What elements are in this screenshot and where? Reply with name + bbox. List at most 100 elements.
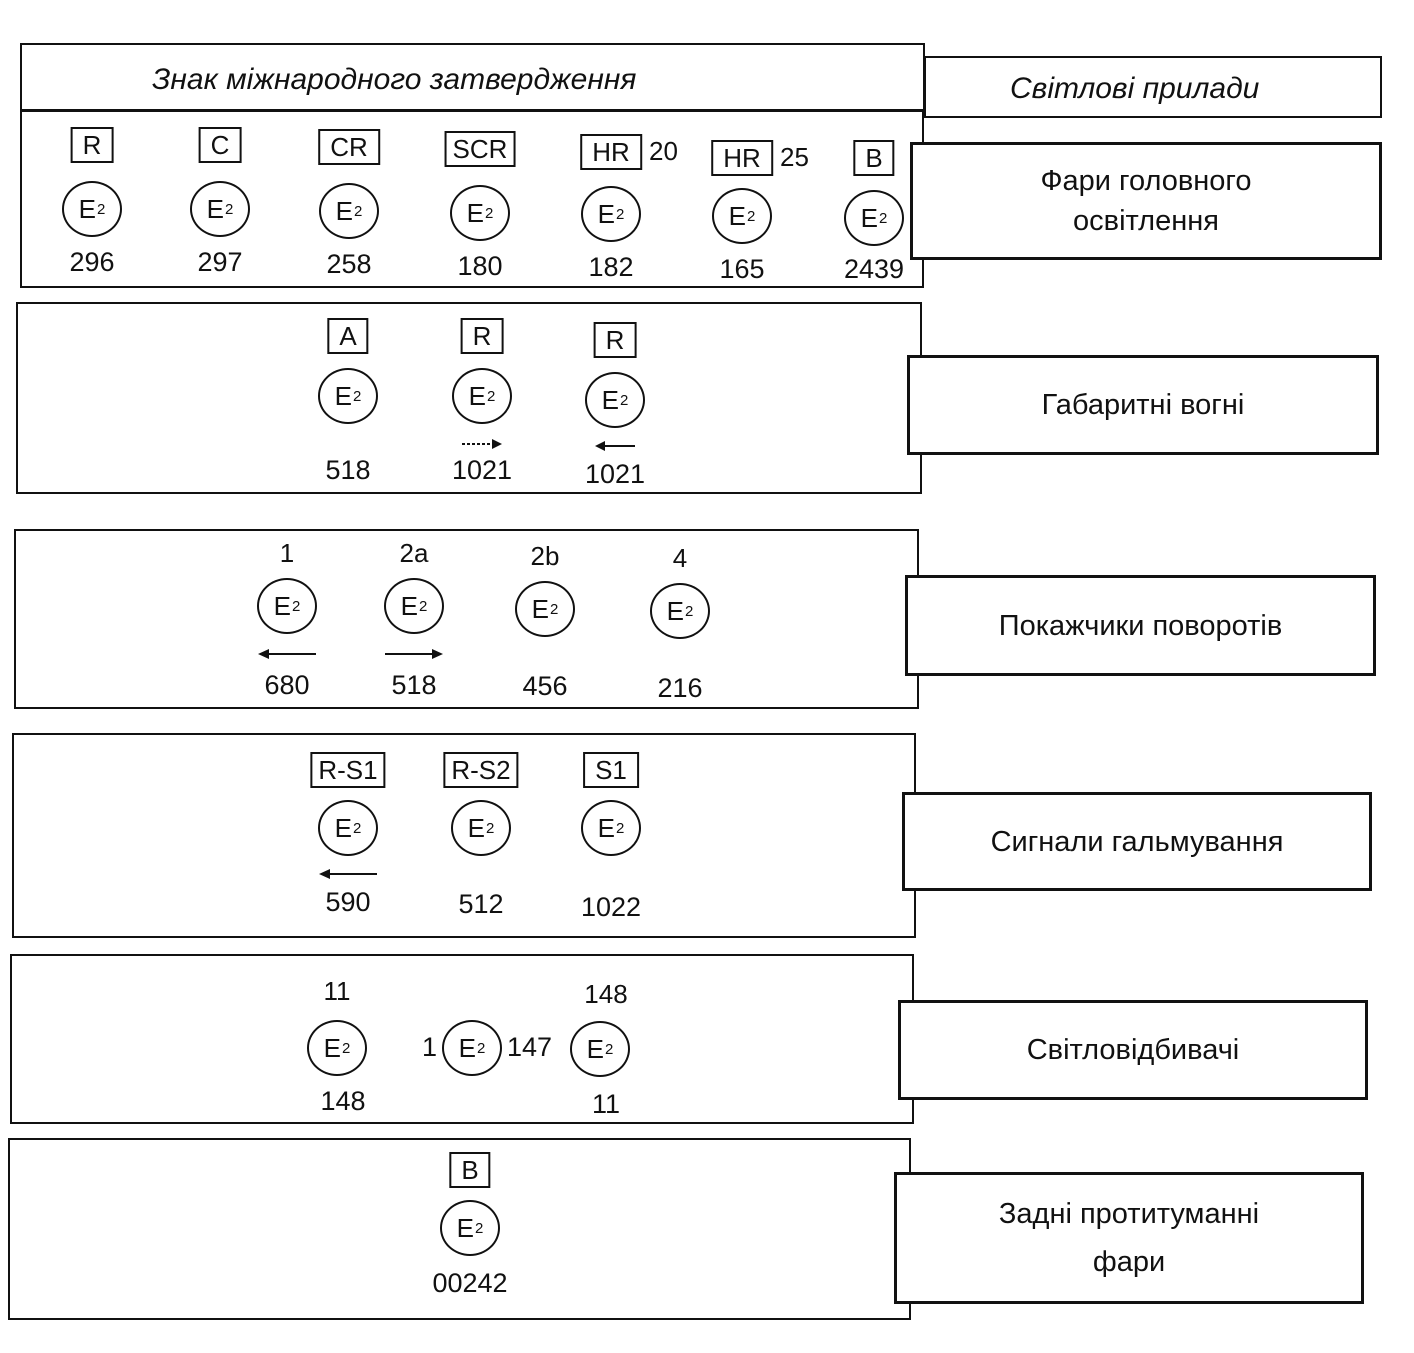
mark-code: B [853, 140, 895, 176]
approval-number: 258 [326, 249, 372, 279]
approval-number: 165 [719, 254, 765, 284]
mark-code: C [198, 127, 242, 163]
mark-code: R-S2 [443, 752, 519, 788]
approval-number: 518 [391, 670, 437, 700]
mark-code: S1 [583, 752, 639, 788]
approval-number: 456 [522, 671, 568, 701]
number-right: 147 [507, 1032, 553, 1062]
approval-number: 00242 [432, 1268, 508, 1298]
approval-number: 296 [69, 247, 115, 277]
mark-code: A [327, 318, 369, 354]
mark-code: HR [711, 140, 773, 176]
number-top: 11 [323, 976, 351, 1006]
row-stop-lamps-label: Сигнали гальмування [902, 792, 1372, 891]
number-bottom: 11 [591, 1089, 621, 1119]
mark-code: R [70, 127, 114, 163]
header-right-cell: Світлові прилади [924, 56, 1382, 118]
category-label: 2b [530, 541, 560, 571]
mark-code: R-S1 [310, 752, 386, 788]
category-label: 2a [399, 538, 429, 568]
arrow-right-icon [385, 649, 443, 659]
approval-number: 2439 [843, 254, 905, 284]
approval-number: 182 [588, 252, 634, 282]
category-label: 1 [279, 538, 295, 568]
arrow-right-icon [462, 439, 502, 449]
approval-number: 297 [197, 247, 243, 277]
mark-code: B [449, 1152, 491, 1188]
number-top: 148 [584, 979, 628, 1009]
header-left-cell: Знак міжнародного затвердження [20, 43, 925, 111]
row-reflectors-label: Світловідбивачі [898, 1000, 1368, 1100]
approval-number: 512 [458, 889, 504, 919]
arrow-left-icon [595, 441, 635, 451]
number-left: 1 [422, 1032, 438, 1062]
approval-number: 518 [325, 455, 371, 485]
row-direction-indicators-marks [14, 529, 919, 709]
arrow-left-icon [258, 649, 316, 659]
mark-code: R [593, 322, 637, 358]
approval-number: 590 [325, 887, 371, 917]
row-direction-indicators-label: Покажчики поворотів [905, 575, 1376, 676]
arrow-left-icon [319, 869, 377, 879]
approval-number: 1022 [580, 892, 642, 922]
mark-code: CR [318, 129, 380, 165]
row-headlamps-label: Фари головного освітлення [910, 142, 1382, 260]
header-left-title: Знак міжнародного затвердження [152, 63, 637, 96]
category-label: 4 [672, 543, 688, 573]
approval-number: 680 [264, 670, 310, 700]
mark-code: HR [580, 134, 642, 170]
mark-suffix: 25 [780, 142, 809, 172]
approval-number: 1021 [451, 455, 513, 485]
mark-code: SCR [444, 131, 516, 167]
approval-number: 216 [657, 673, 703, 703]
number-bottom: 148 [320, 1086, 366, 1116]
approval-number: 1021 [584, 459, 646, 489]
approval-number: 180 [457, 251, 503, 281]
row-position-lamps-label: Габаритні вогні [907, 355, 1379, 455]
mark-suffix: 20 [649, 136, 678, 166]
row-rear-fog-lamps-label: Задні протитуманні фари [894, 1172, 1364, 1304]
header-right-title: Світлові прилади [1010, 72, 1260, 105]
